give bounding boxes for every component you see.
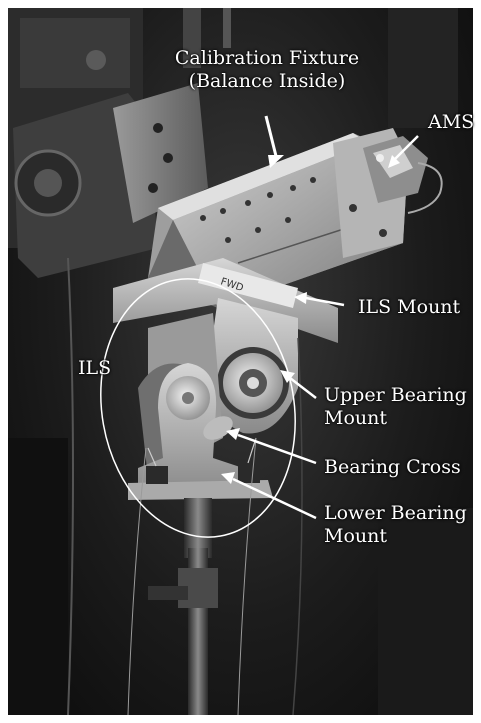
photo-scene: FWD	[8, 8, 473, 715]
label-lower-bearing-line1: Lower Bearing	[324, 502, 467, 524]
cables	[67, 257, 303, 715]
label-ams: AMS	[428, 111, 475, 133]
scene-drawing: FWD	[8, 8, 473, 715]
label-calibration-fixture-line2: (Balance Inside)	[188, 70, 346, 92]
label-calibration-fixture-line1: Calibration Fixture	[174, 47, 360, 69]
base-plate	[128, 437, 273, 500]
label-lower-bearing-mount: Lower Bearing Mount	[324, 502, 467, 548]
label-upper-bearing-line1: Upper Bearing	[324, 384, 467, 406]
bearing-cross	[203, 416, 233, 440]
label-lower-bearing-line2: Mount	[324, 525, 388, 547]
annotation-arrows	[221, 115, 419, 520]
label-calibration-fixture: Calibration Fixture (Balance Inside)	[172, 47, 362, 93]
upper-bearing-mount	[208, 298, 298, 434]
label-ils-mount: ILS Mount	[358, 296, 461, 318]
label-upper-bearing-line2: Mount	[324, 407, 388, 429]
label-bearing-cross: Bearing Cross	[324, 456, 461, 478]
label-upper-bearing-mount: Upper Bearing Mount	[324, 384, 467, 430]
lower-bearing-mount	[138, 363, 243, 493]
side-block	[13, 83, 208, 278]
label-ils: ILS	[78, 357, 112, 379]
ils-outline	[100, 278, 296, 538]
support-rod	[148, 498, 218, 715]
